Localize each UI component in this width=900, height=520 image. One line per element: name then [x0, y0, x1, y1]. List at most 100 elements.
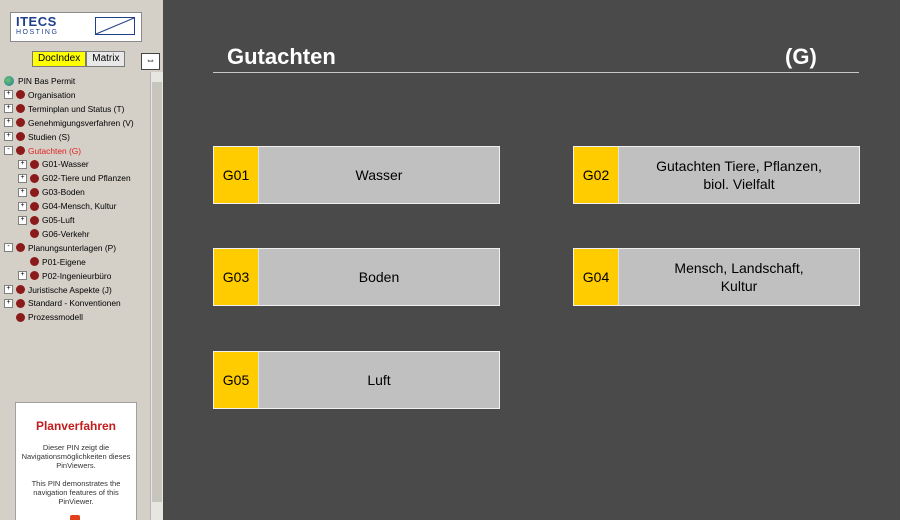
itecs-logo: ITECS HOSTING [10, 12, 142, 42]
bullet-icon [16, 90, 25, 100]
logo-icon [70, 515, 80, 520]
expand-icon[interactable]: + [4, 104, 13, 114]
info-panel: Planverfahren Dieser PIN zeigt die Navig… [15, 402, 137, 520]
tree-node[interactable]: PIN Bas Permit [4, 74, 75, 88]
tree-node[interactable]: +Genehmigungsverfahren (V) [4, 116, 134, 130]
bullet-icon [30, 215, 39, 225]
scrollbar-thumb[interactable] [152, 82, 162, 502]
expand-icon[interactable]: + [4, 298, 13, 308]
tree-node-label: Standard - Konventionen [28, 298, 121, 309]
card-id: G03 [214, 249, 259, 305]
expand-icon[interactable]: + [18, 201, 27, 211]
navigation-sidebar: ITECS HOSTING DocIndex Matrix ⇔ PIN Bas … [0, 0, 163, 520]
bullet-icon [16, 285, 25, 294]
expand-icon[interactable]: + [18, 215, 27, 225]
tree-node-label: G03-Boden [42, 187, 85, 198]
tree-node[interactable]: + P02-Ingenieurbüro [18, 269, 111, 283]
tree-node[interactable]: Prozessmodell [4, 310, 83, 324]
tree-node[interactable]: G06-Verkehr [18, 227, 89, 241]
card-g03[interactable]: G03 Boden [213, 248, 500, 306]
page-code: (G) [785, 44, 817, 69]
tree-node[interactable]: + Juristische Aspekte (J) [4, 283, 112, 297]
tree-node-label: Juristische Aspekte (J) [28, 284, 112, 295]
expand-icon[interactable]: + [18, 187, 27, 197]
page-title: Gutachten [227, 44, 336, 69]
bullet-icon [30, 201, 39, 211]
tree-node-label: G02-Tiere und Pflanzen [42, 173, 131, 184]
bullet-icon [16, 243, 25, 253]
tree-node-label: G04-Mensch, Kultur [42, 201, 117, 212]
card-label: Mensch, Landschaft, Kultur [619, 249, 859, 305]
tab-matrix[interactable]: Matrix [86, 51, 126, 67]
tree-node-label: P02-Ingenieurbüro [42, 270, 112, 281]
main-panel: Gutachten (G) G01 Wasser G02 Gutachten T… [163, 0, 900, 520]
card-id: G01 [214, 147, 259, 203]
expand-icon[interactable]: + [18, 173, 27, 183]
view-tabs: DocIndex Matrix [32, 51, 126, 67]
info-text-en: This PIN demonstrates the navigation fea… [31, 479, 121, 506]
tree-node[interactable]: + Studien (S) [4, 130, 70, 144]
bullet-icon [16, 146, 25, 155]
collapse-icon[interactable]: - [4, 243, 13, 253]
card-g02[interactable]: G02 Gutachten Tiere, Pflanzen, biol. Vie… [573, 146, 860, 204]
tree-node[interactable]: + G05-Luft [18, 213, 75, 227]
logo-mark-icon [95, 17, 135, 35]
expand-icon[interactable]: + [4, 285, 13, 294]
tree-node-label: Terminplan und Status (T) [28, 103, 125, 114]
horizontal-arrows-icon: ⇔ [145, 55, 156, 66]
tree-node[interactable]: - Gutachten (G) [4, 144, 81, 158]
tree-node[interactable]: + Organisation [4, 88, 76, 102]
bullet-icon [30, 271, 39, 281]
tree-node-label: Gutachten (G) [28, 145, 82, 156]
title-divider [213, 72, 859, 73]
bullet-icon [30, 257, 39, 267]
tree-node[interactable]: + G01-Wasser [18, 157, 89, 171]
logo-subtitle: HOSTING [16, 29, 59, 36]
info-text-de: Dieser PIN zeigt die Navigationsmöglichk… [21, 443, 131, 470]
tree-node-label: G05-Luft [42, 215, 75, 225]
card-g05[interactable]: G05 Luft [213, 351, 500, 409]
logo-name: ITECS [16, 14, 57, 29]
tree-node-label: Studien (S) [28, 131, 70, 142]
card-id: G05 [214, 352, 259, 408]
bullet-icon [16, 118, 25, 128]
info-title: Planverfahren [35, 419, 117, 433]
toggle-pane-button[interactable]: ⇔ [141, 53, 160, 70]
tree-node-label: G01-Wasser [42, 159, 89, 170]
card-label: Wasser [259, 147, 499, 203]
tree-node[interactable]: + G03-Boden [18, 185, 85, 199]
tree-node-label: P01-Eigene [42, 256, 86, 267]
expand-icon[interactable]: + [18, 159, 27, 169]
tree-node[interactable]: + Terminplan und Status (T) [4, 102, 124, 116]
collapse-icon[interactable]: - [4, 146, 13, 155]
document-tree: PIN Bas Permit + Organisation + Terminplan u… [4, 74, 150, 324]
card-id: G04 [574, 249, 619, 305]
bullet-icon [16, 312, 25, 322]
tree-node-label: Prozessmodell [28, 312, 83, 323]
tree-node[interactable]: + G02-Tiere und Pflanzen [18, 171, 131, 185]
expand-icon[interactable]: + [4, 118, 13, 128]
tree-node-label: Planungsunterlagen (P) [28, 242, 116, 253]
tree-node-label: G06-Verkehr [42, 228, 90, 239]
card-id: G02 [574, 147, 619, 203]
globe-icon [4, 76, 14, 86]
tab-docindex[interactable]: DocIndex [32, 51, 87, 67]
bullet-icon [30, 159, 39, 169]
tree-node[interactable]: + Standard - Konventionen [4, 296, 121, 310]
tree-node-label: PIN Bas Permit [18, 76, 76, 86]
bullet-icon [30, 229, 39, 239]
sidebar-scrollbar[interactable] [150, 72, 163, 520]
expand-icon[interactable]: + [18, 271, 27, 281]
card-label: Gutachten Tiere, Pflanzen, biol. Vielfal… [619, 147, 859, 203]
card-g04[interactable]: G04 Mensch, Landschaft, Kultur [573, 248, 860, 306]
expand-icon[interactable]: + [4, 90, 13, 100]
tree-node-label: Organisation [28, 89, 76, 100]
card-g01[interactable]: G01 Wasser [213, 146, 500, 204]
bullet-icon [16, 104, 25, 114]
bullet-icon [30, 187, 39, 197]
tree-node[interactable]: P01-Eigene [18, 255, 86, 269]
tree-node[interactable]: + G04-Mensch, Kultur [18, 199, 116, 213]
expand-icon[interactable]: + [4, 132, 13, 142]
tree-node[interactable]: - Planungsunterlagen (P) [4, 241, 116, 255]
card-label: Boden [259, 249, 499, 305]
